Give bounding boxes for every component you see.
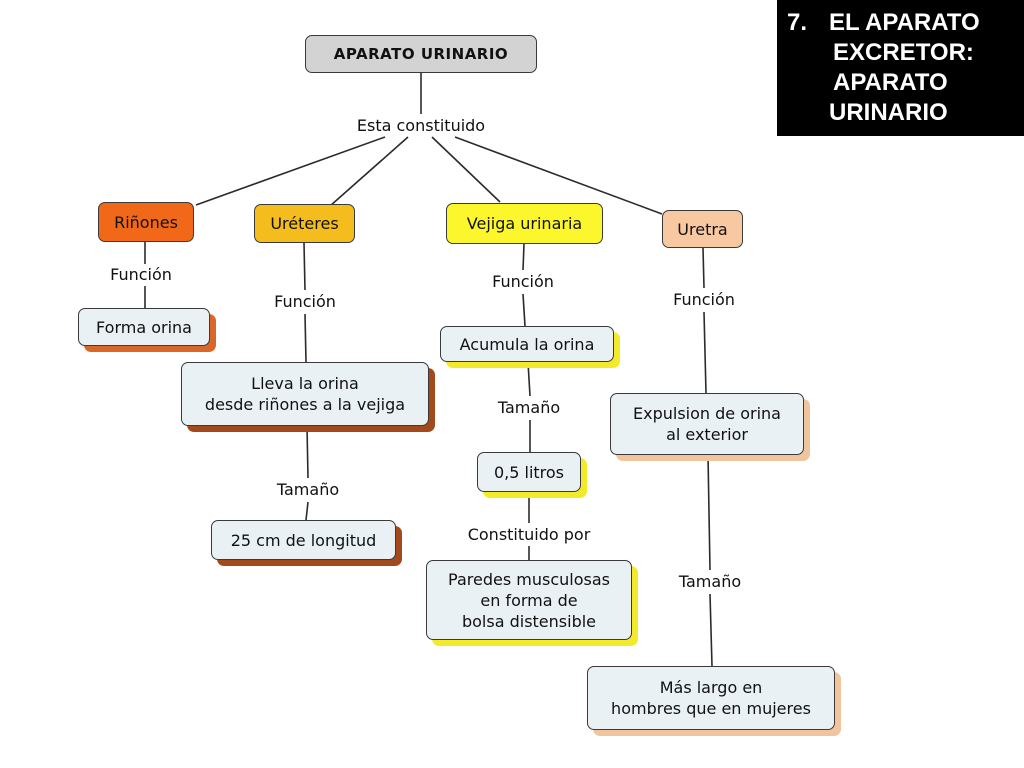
- ureters-function-line-1: Lleva la orina: [251, 374, 359, 393]
- root-node: APARATO URINARIO: [305, 35, 537, 73]
- ureters-size-text: 25 cm de longitud: [230, 530, 377, 550]
- link-label-urethra-size: Tamaño: [676, 572, 744, 592]
- title-line-1: EL APARATO: [829, 9, 980, 36]
- bladder-node: Vejiga urinaria: [446, 203, 603, 244]
- line-urethra-c: [707, 454, 711, 571]
- ureters-node: Uréteres: [254, 204, 355, 243]
- ureters-label: Uréteres: [270, 214, 339, 233]
- bladder-composition-box: Paredes musculosas en forma de bolsa dis…: [426, 560, 632, 640]
- kidneys-function-text: Forma orina: [96, 317, 192, 337]
- urethra-node: Uretra: [662, 210, 743, 248]
- line-ureters-b: [304, 313, 307, 363]
- line-bladder-c: [527, 361, 531, 397]
- link-label-bladder-size: Tamaño: [495, 398, 563, 418]
- bladder-composition-line-1: Paredes musculosas: [448, 569, 610, 589]
- root-label: APARATO URINARIO: [333, 44, 509, 63]
- link-label-ureters-size: Tamaño: [274, 480, 342, 500]
- title-line-3: APARATO: [833, 69, 948, 96]
- link-label-constituted: Esta constituido: [354, 116, 488, 136]
- line-bladder-b: [522, 293, 526, 327]
- bladder-function-box: Acumula la orina: [440, 326, 614, 362]
- line-urethra-b: [703, 311, 707, 394]
- title-panel: 7. EL APARATO EXCRETOR: APARATO URINARIO: [777, 0, 1024, 136]
- link-label-bladder-function: Función: [490, 272, 556, 292]
- urethra-function-box: Expulsion de orina al exterior: [610, 393, 804, 455]
- line-to-ureters: [329, 136, 409, 207]
- line-bladder-a: [522, 243, 525, 271]
- urethra-function-line-1: Expulsion de orina: [633, 404, 781, 423]
- title-line-4: URINARIO: [829, 99, 948, 126]
- link-label-kidneys-function: Función: [108, 265, 174, 285]
- ureters-size-box: 25 cm de longitud: [211, 520, 396, 560]
- bladder-function-text: Acumula la orina: [459, 334, 595, 354]
- line-ureters-a: [303, 242, 306, 291]
- link-label-ureters-function: Función: [272, 292, 338, 312]
- kidneys-label: Riñones: [114, 212, 178, 232]
- bladder-composition-line-2: en forma de: [480, 590, 578, 610]
- ureters-function-box: Lleva la orina desde riñones a la vejiga: [181, 362, 429, 426]
- urethra-size-line-1: Más largo en: [659, 678, 763, 697]
- bladder-size-text: 0,5 litros: [493, 462, 565, 482]
- link-label-urethra-function: Función: [671, 290, 737, 310]
- urethra-label: Uretra: [677, 219, 728, 239]
- line-urethra-d: [709, 593, 713, 667]
- line-urethra-a: [702, 247, 705, 289]
- kidneys-function-box: Forma orina: [78, 308, 210, 346]
- urethra-size-line-2: hombres que en mujeres: [611, 699, 811, 718]
- line-ureters-c: [306, 425, 309, 479]
- line-ureters-d: [305, 501, 309, 521]
- title-number: 7.: [787, 9, 808, 36]
- urethra-size-box: Más largo en hombres que en mujeres: [587, 666, 835, 730]
- link-label-bladder-composition: Constituido por: [465, 525, 593, 545]
- bladder-label: Vejiga urinaria: [466, 214, 583, 233]
- ureters-function-line-2: desde riñones a la vejiga: [204, 395, 406, 414]
- line-to-urethra: [454, 136, 663, 215]
- bladder-size-box: 0,5 litros: [477, 452, 581, 492]
- line-to-bladder: [431, 136, 501, 203]
- kidneys-node: Riñones: [98, 202, 194, 242]
- bladder-composition-line-3: bolsa distensible: [461, 611, 597, 631]
- title-line-2: EXCRETOR:: [833, 39, 974, 66]
- urethra-function-line-2: al exterior: [666, 425, 748, 444]
- line-to-kidneys: [195, 136, 386, 206]
